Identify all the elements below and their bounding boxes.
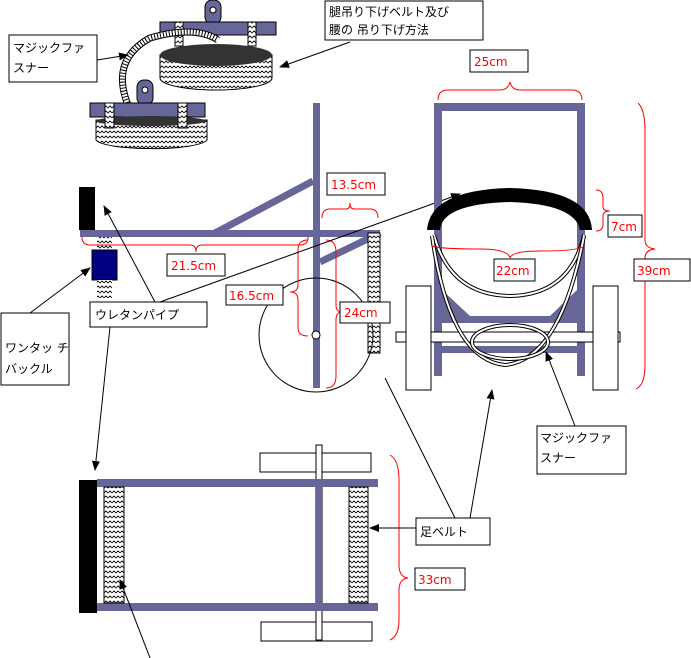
wheel-right xyxy=(592,285,619,391)
svg-text:足ベルト: 足ベルト xyxy=(420,525,468,539)
strap-illustration xyxy=(89,0,277,150)
label-thigh-belt: 腿吊り下げベルト及び 腰の 吊り下げ方法 xyxy=(279,0,484,68)
svg-text:スナー: スナー xyxy=(13,61,49,75)
wheel-left xyxy=(405,285,432,391)
svg-text:7cm: 7cm xyxy=(611,220,637,234)
label-velcro-top: マジックファ スナー xyxy=(8,34,129,83)
svg-text:ウレタンパイプ: ウレタンパイプ xyxy=(95,308,179,322)
front-view-frame xyxy=(395,103,621,391)
wheel-side xyxy=(258,277,374,393)
svg-text:マジックファ: マジックファ xyxy=(540,431,612,445)
dim-39: 39cm xyxy=(633,102,691,390)
svg-text:腰の 吊り下げ方法: 腰の 吊り下げ方法 xyxy=(329,22,429,37)
svg-text:腿吊り下げベルト及び: 腿吊り下げベルト及び xyxy=(329,5,449,19)
svg-text:マジックファ: マジックファ xyxy=(13,41,85,55)
svg-text:33cm: 33cm xyxy=(418,573,452,587)
svg-text:25cm: 25cm xyxy=(474,55,508,69)
dim-21-5: 21.5cm xyxy=(81,236,309,277)
svg-text:スナー: スナー xyxy=(540,451,576,465)
dim-16-5: 16.5cm xyxy=(225,239,309,337)
urethane-pipe-arc xyxy=(427,188,592,230)
pad-pointer xyxy=(119,579,151,658)
dim-22: 22cm xyxy=(431,245,585,282)
svg-text:ワンタッ チ: ワンタッ チ xyxy=(5,341,69,355)
svg-text:13.5cm: 13.5cm xyxy=(331,178,376,192)
dim-7: 7cm xyxy=(595,189,643,238)
dim-33: 33cm xyxy=(389,454,466,641)
svg-text:21.5cm: 21.5cm xyxy=(171,259,216,273)
svg-text:22cm: 22cm xyxy=(496,264,530,278)
top-view-frame xyxy=(79,444,378,642)
dim-24: 24cm xyxy=(325,239,391,389)
label-foot-belt: 足ベルト xyxy=(369,377,495,546)
label-velcro-right: マジックファ スナー xyxy=(536,351,627,475)
dim-13-5: 13.5cm xyxy=(321,172,386,219)
dim-25: 25cm xyxy=(437,49,583,101)
svg-text:24cm: 24cm xyxy=(344,306,378,320)
label-one-touch-buckle: ワンタッ チ バックル xyxy=(0,267,91,386)
backrest-pad xyxy=(79,187,95,230)
svg-text:バックル: バックル xyxy=(5,362,53,376)
buckle xyxy=(91,249,118,281)
svg-text:39cm: 39cm xyxy=(637,264,671,278)
label-urethane-pipe: ウレタンパイプ xyxy=(89,193,461,471)
svg-text:16.5cm: 16.5cm xyxy=(229,289,274,303)
